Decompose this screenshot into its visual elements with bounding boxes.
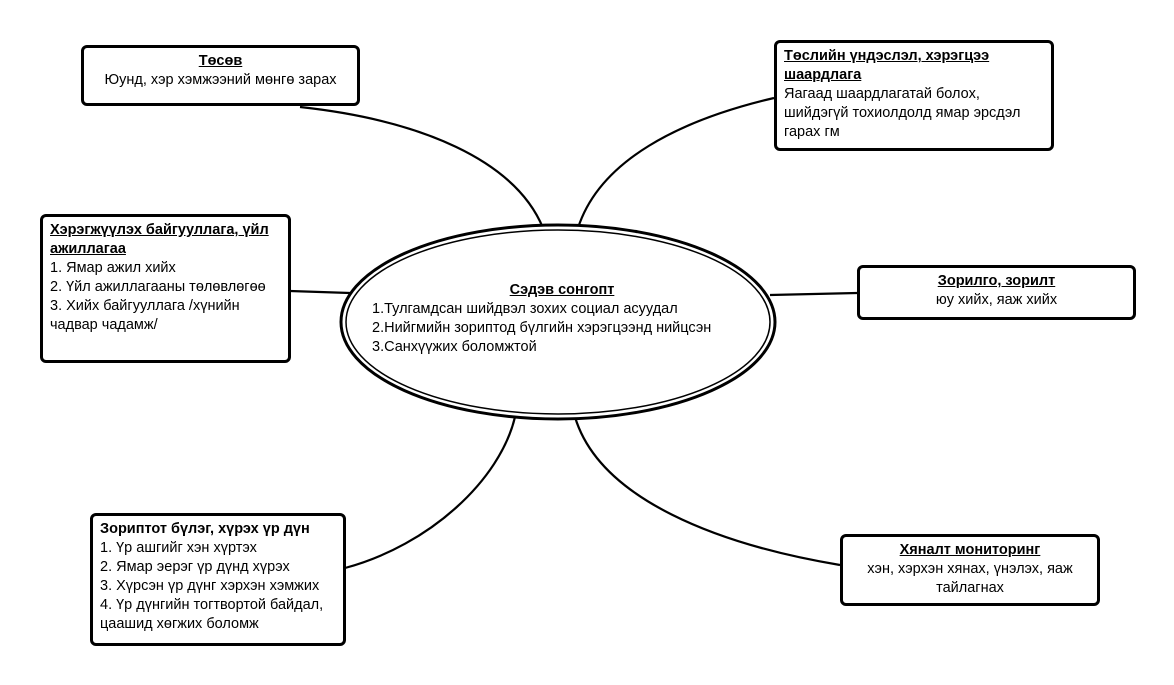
monitoring-box: Хяналт мониторинг хэн, хэрхэн хянах, үнэ… <box>840 534 1100 606</box>
topic-item: 2.Нийгмийн зориптод бүлгийн хэрэгцээнд н… <box>372 320 712 336</box>
topic-item: 3.Санхүүжих боломжтой <box>372 339 537 355</box>
target-group-item: 3. Хүрсэн үр дүнг хэрхэн хэмжих <box>100 578 320 594</box>
goals-box: Зорилго, зорилт юу хийх, яаж хийх <box>857 265 1136 320</box>
target-group-title: Зориптот бүлэг, хүрэх үр дүн <box>100 521 310 537</box>
budget-box: Төсөв Юунд, хэр хэмжээний мөнгө зарах <box>81 45 360 106</box>
target-group-box: Зориптот бүлэг, хүрэх үр дүн 1. Үр ашгий… <box>90 513 346 646</box>
target-group-item: 2. Ямар эерэг үр дүнд хүрэх <box>100 559 290 575</box>
topic-item: 1.Тулгамдсан шийдвэл зохих социал асууда… <box>372 301 678 317</box>
goals-text: юу хийх, яаж хийх <box>935 292 1058 308</box>
implementation-title: Хэрэгжүүлэх байгууллага, үйл ажиллагаа <box>50 222 269 257</box>
topic-selection-title: Сэдэв сонгопт <box>509 282 615 298</box>
implementation-item: 3. Хийх байгууллага /хүнийн чадвар чадам… <box>50 298 240 333</box>
implementation-item: 2. Үйл ажиллагааны төлөвлөгөө <box>50 279 266 295</box>
rationale-title: Төслийн үндэслэл, хэрэгцээ шаардлага <box>784 48 990 83</box>
topic-selection-node: Сэдэв сонгопт 1.Тулгамдсан шийдвэл зохих… <box>372 281 752 357</box>
connector-implementation <box>289 289 351 295</box>
budget-text: Юунд, хэр хэмжээний мөнгө зарах <box>104 72 337 88</box>
budget-title: Төсөв <box>198 53 243 69</box>
connector-budget <box>299 105 545 229</box>
rationale-text: Яагаад шаардлагатай болох, шийдэгүй тохи… <box>784 86 1021 140</box>
implementation-item: 1. Ямар ажил хийх <box>50 260 176 276</box>
connector-target <box>344 416 517 570</box>
connector-goals <box>769 291 858 297</box>
target-group-item: 4. Үр дүнгийн тогтвортой байдал, цаашид … <box>100 597 324 632</box>
connector-rationale <box>576 96 775 229</box>
connector-monitoring <box>573 416 841 567</box>
implementation-box: Хэрэгжүүлэх байгууллага, үйл ажиллагаа 1… <box>40 214 291 363</box>
target-group-item: 1. Үр ашгийг хэн хүртэх <box>100 540 257 556</box>
center-ellipse <box>339 223 777 421</box>
goals-title: Зорилго, зорилт <box>937 273 1056 289</box>
rationale-box: Төслийн үндэслэл, хэрэгцээ шаардлага Яаг… <box>774 40 1054 151</box>
monitoring-title: Хяналт мониторинг <box>899 542 1041 558</box>
monitoring-text: хэн, хэрхэн хянах, үнэлэх, яаж тайлагнах <box>867 561 1073 596</box>
